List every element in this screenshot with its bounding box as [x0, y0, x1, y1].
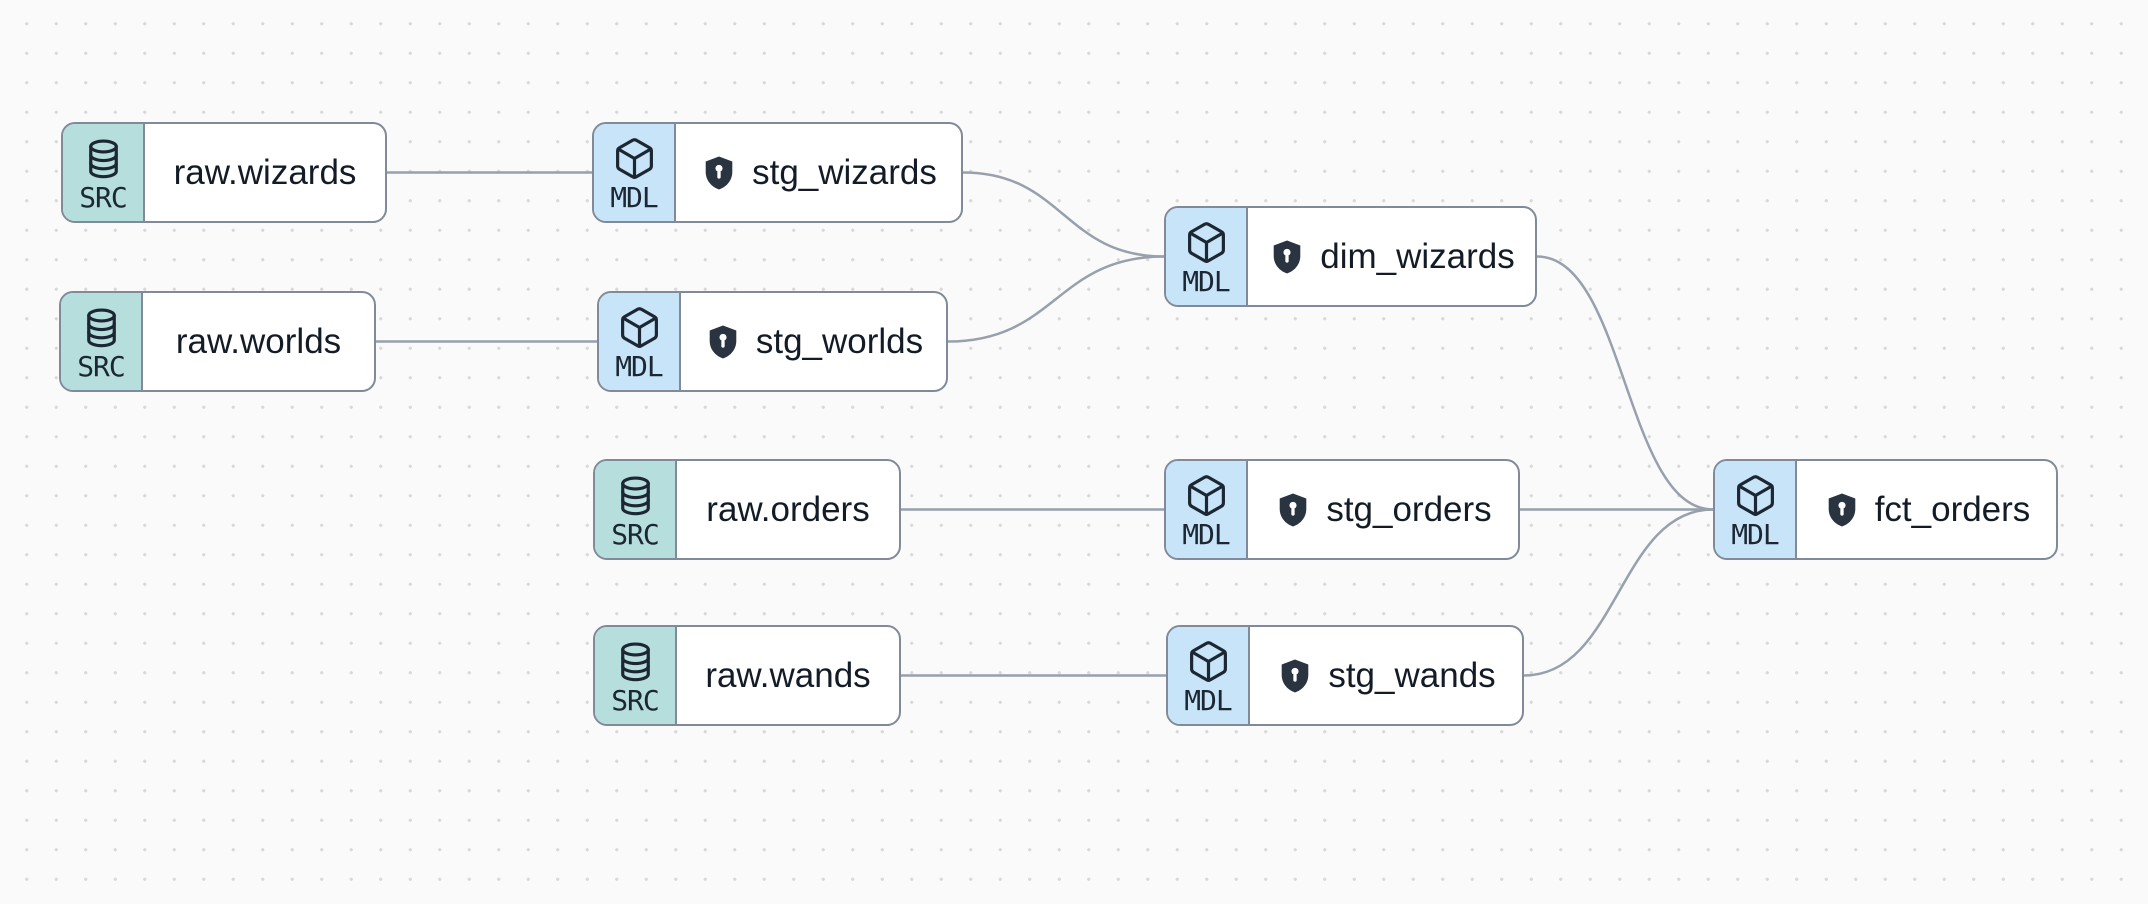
shield-lock-icon: [1282, 659, 1309, 692]
node-label: raw.wizards: [173, 153, 357, 192]
node-type-badge: SRC: [595, 627, 677, 724]
node-label: raw.worlds: [175, 322, 342, 361]
cube-icon: [1187, 221, 1225, 263]
node-stg_worlds[interactable]: MDL stg_worlds: [597, 291, 948, 392]
node-type-badge: SRC: [63, 124, 145, 221]
node-stg_wands[interactable]: MDL stg_wands: [1166, 625, 1524, 726]
shield-lock-icon: [1280, 493, 1307, 526]
node-type-label: SRC: [611, 517, 660, 551]
shield-lock-icon: [705, 156, 733, 189]
edge-stg_worlds-to-dim_wizards: [947, 255, 1165, 343]
node-dim_wizards[interactable]: MDL dim_wizards: [1164, 206, 1537, 307]
node-body: raw.worlds: [143, 293, 374, 390]
node-raw_orders[interactable]: SRC raw.orders: [593, 459, 901, 560]
node-type-badge: SRC: [61, 293, 143, 390]
node-raw_worlds[interactable]: SRC raw.worlds: [59, 291, 376, 392]
cube-icon: [620, 306, 658, 348]
node-label: raw.orders: [706, 490, 870, 529]
node-type-badge: MDL: [1168, 627, 1250, 724]
node-type-label: SRC: [611, 683, 660, 717]
database-icon: [88, 138, 118, 178]
node-label: raw.wands: [705, 656, 871, 695]
node-stg_wizards[interactable]: MDL stg_wizards: [592, 122, 963, 223]
cube-icon: [1736, 474, 1774, 516]
node-fct_orders[interactable]: MDL fct_orders: [1713, 459, 2058, 560]
cube-icon: [1187, 474, 1225, 516]
node-label: dim_wizards: [1320, 237, 1515, 276]
node-label: fct_orders: [1874, 490, 2031, 529]
node-raw_wizards[interactable]: SRC raw.wizards: [61, 122, 387, 223]
edge-stg_wands-to-fct_orders: [1523, 508, 1714, 677]
shield-lock-icon: [1273, 240, 1301, 273]
node-label: stg_orders: [1326, 490, 1492, 529]
node-type-label: MDL: [1182, 517, 1231, 551]
node-type-badge: SRC: [595, 461, 677, 558]
database-icon: [620, 641, 650, 681]
node-body: raw.wizards: [145, 124, 385, 221]
node-body: stg_orders: [1248, 461, 1518, 558]
database-icon: [620, 475, 650, 515]
node-type-badge: MDL: [599, 293, 681, 390]
node-body: fct_orders: [1797, 461, 2056, 558]
node-type-label: MDL: [1731, 517, 1780, 551]
cube-icon: [1189, 640, 1227, 682]
node-body: stg_wizards: [676, 124, 961, 221]
node-type-label: SRC: [79, 180, 128, 214]
node-label: stg_wands: [1328, 656, 1496, 695]
node-stg_orders[interactable]: MDL stg_orders: [1164, 459, 1520, 560]
node-body: dim_wizards: [1248, 208, 1535, 305]
cube-icon: [615, 137, 653, 179]
edge-dim_wizards-to-fct_orders: [1536, 255, 1714, 511]
node-type-label: MDL: [1184, 683, 1233, 717]
node-type-label: SRC: [77, 349, 126, 383]
node-body: stg_worlds: [681, 293, 946, 390]
shield-lock-icon: [1828, 493, 1855, 526]
node-body: stg_wands: [1250, 627, 1522, 724]
node-type-badge: MDL: [1166, 208, 1248, 305]
node-type-badge: MDL: [1166, 461, 1248, 558]
node-raw_wands[interactable]: SRC raw.wands: [593, 625, 901, 726]
node-type-badge: MDL: [594, 124, 676, 221]
node-type-label: MDL: [615, 349, 664, 383]
edge-stg_wizards-to-dim_wizards: [962, 171, 1165, 258]
node-body: raw.orders: [677, 461, 899, 558]
node-label: stg_worlds: [755, 322, 924, 361]
node-type-badge: MDL: [1715, 461, 1797, 558]
node-type-label: MDL: [610, 180, 659, 214]
node-label: stg_wizards: [752, 153, 937, 192]
node-body: raw.wands: [677, 627, 899, 724]
database-icon: [86, 307, 116, 347]
shield-lock-icon: [709, 325, 737, 358]
node-type-label: MDL: [1182, 264, 1231, 298]
